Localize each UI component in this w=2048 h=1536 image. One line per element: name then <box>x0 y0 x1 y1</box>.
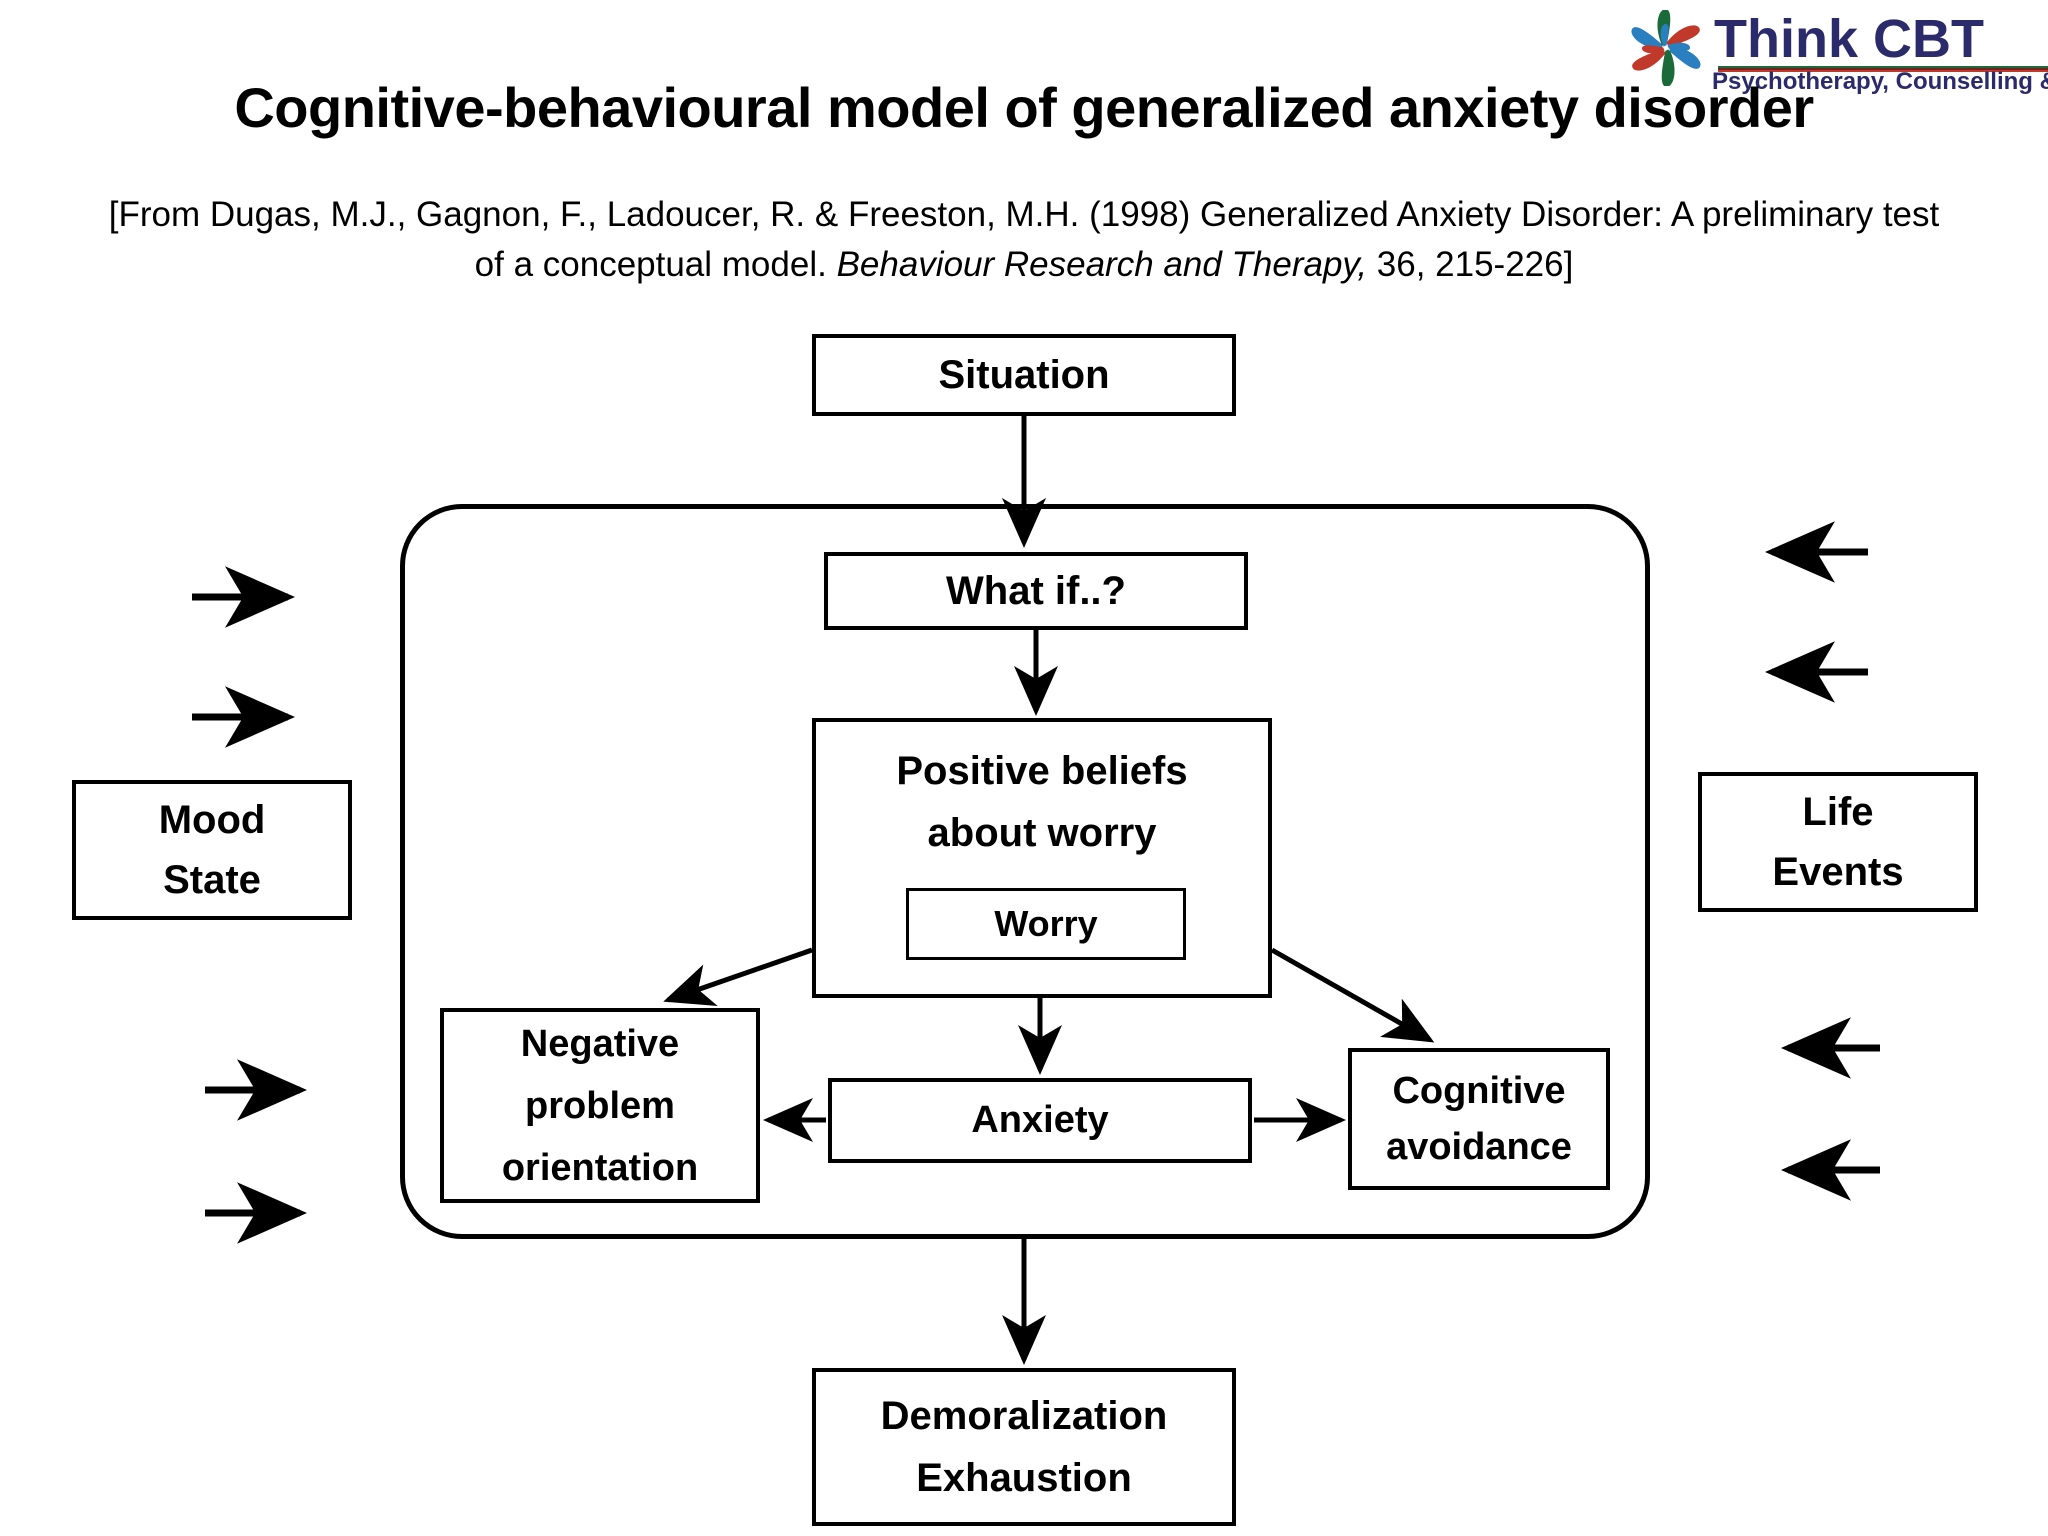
citation-part-1: [From Dugas, M.J., Gagnon, F., Ladoucer,… <box>108 195 1940 284</box>
node-cognitive-avoidance-line-2: avoidance <box>1386 1126 1572 1168</box>
node-life-events-line-1: Life <box>1802 790 1874 834</box>
footer-contact: © Think CBT Ltd info@thinkcbt.com 01732 … <box>24 1452 468 1536</box>
logo-tagline: Psychotherapy, Counselling & Coaching <box>1712 68 2048 95</box>
footer-line-1: © Think CBT Ltd info@thinkcbt.com <box>24 1532 468 1536</box>
node-npo-line-3: orientation <box>501 1146 699 1189</box>
node-cognitive-avoidance-line-1: Cognitive <box>1392 1070 1566 1112</box>
node-situation-label: Situation <box>938 352 1110 397</box>
node-life-events[interactable]: Life Events <box>1698 772 1978 912</box>
node-worry-label: Worry <box>994 903 1098 944</box>
node-mood-state-line-1: Mood <box>158 798 266 842</box>
logo-rule <box>1718 66 2048 72</box>
node-anxiety-label: Anxiety <box>971 1099 1109 1141</box>
node-demoralization-line-2: Exhaustion <box>916 1456 1132 1500</box>
think-cbt-logo: Think CBT Psychotherapy, Counselling & C… <box>1628 4 2048 96</box>
page-title: Cognitive-behavioural model of generaliz… <box>234 76 1814 139</box>
node-life-events-line-2: Events <box>1772 850 1904 894</box>
node-what-if[interactable]: What if..? <box>824 552 1248 630</box>
node-mood-state-line-2: State <box>163 858 261 902</box>
node-mood-state[interactable]: Mood State <box>72 780 352 920</box>
node-demoralization-exhaustion[interactable]: Demoralization Exhaustion <box>812 1368 1236 1526</box>
citation-part-2: 36, 215-226] <box>1367 245 1574 284</box>
logo-wordmark: Think CBT <box>1714 9 1984 69</box>
node-demoralization-line-1: Demoralization <box>880 1394 1168 1438</box>
node-what-if-label: What if..? <box>946 568 1126 613</box>
node-anxiety[interactable]: Anxiety <box>828 1078 1252 1163</box>
node-positive-beliefs-line-1: Positive beliefs <box>896 749 1188 793</box>
citation-journal: Behaviour Research and Therapy, <box>836 245 1368 284</box>
node-cognitive-avoidance[interactable]: Cognitive avoidance <box>1348 1048 1610 1190</box>
node-positive-beliefs-line-2: about worry <box>927 811 1157 855</box>
node-negative-problem-orientation[interactable]: Negative problem orientation <box>440 1008 760 1203</box>
pinwheel-logo-icon <box>1631 10 1701 86</box>
node-situation[interactable]: Situation <box>812 334 1236 416</box>
citation-text: [From Dugas, M.J., Gagnon, F., Ladoucer,… <box>90 190 1958 290</box>
node-worry[interactable]: Worry <box>906 888 1186 960</box>
node-npo-line-2: problem <box>525 1084 675 1127</box>
node-npo-line-1: Negative <box>520 1022 680 1065</box>
